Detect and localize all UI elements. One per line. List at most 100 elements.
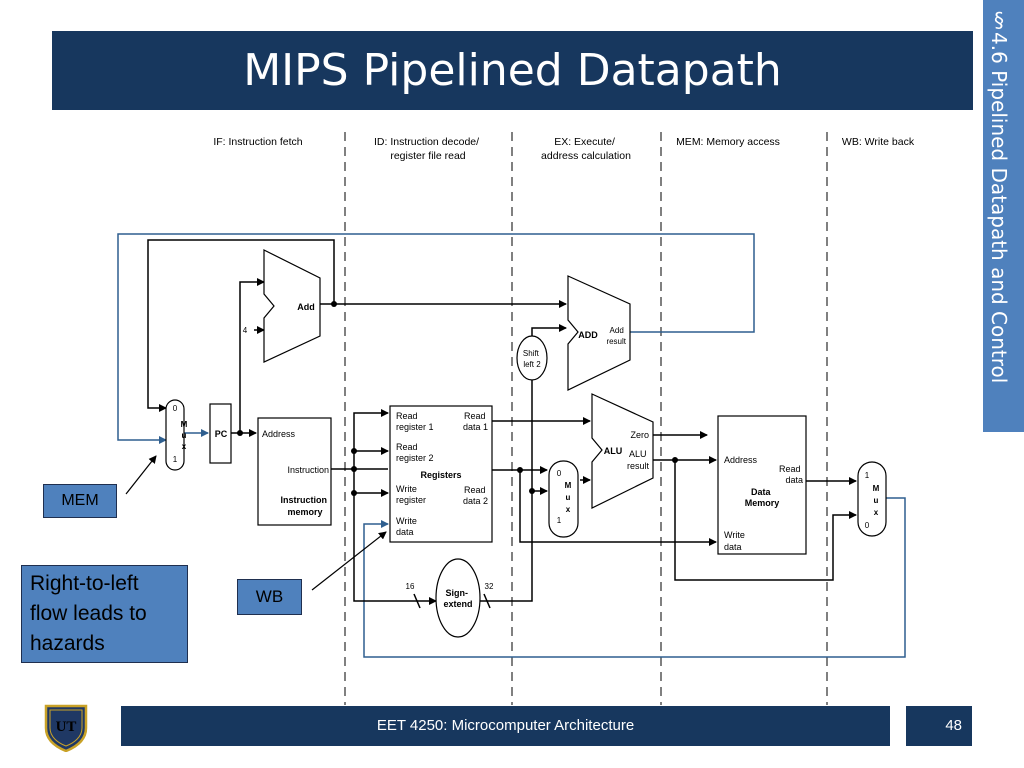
feedback-wires — [117, 233, 906, 658]
mux-wb-letter-m: M — [873, 484, 880, 493]
read-register-2-label: Read register 2 — [396, 442, 434, 463]
if-adder: Add 4 — [243, 249, 321, 363]
add-result-label: Add result — [606, 326, 626, 346]
mem-pointer-arrow — [125, 455, 157, 495]
bus-32-slash — [483, 593, 491, 609]
page-number-box: 48 — [906, 706, 972, 746]
stage-mem-label: MEM: Memory access — [676, 136, 780, 148]
mux-if-letter-x: x — [182, 442, 187, 451]
junction-dots — [237, 301, 678, 496]
callout-pointers — [125, 455, 387, 591]
wb-callout: WB — [237, 579, 302, 615]
data-memory: Address Read data Data Memory Write data — [717, 415, 807, 555]
junction-dot — [237, 430, 243, 436]
shift-left-2: Shift left 2 — [516, 335, 548, 381]
mux-ex-input-0: 0 — [557, 469, 562, 478]
junction-dot — [517, 467, 523, 473]
university-shield-logo: UT — [44, 704, 88, 752]
signext-out-wire — [480, 378, 533, 602]
im-instruction-label: Instruction — [287, 465, 329, 475]
stage-dividers — [344, 132, 828, 705]
instr-to-read1-wire — [353, 409, 389, 469]
read-data-2-label: Read data 2 — [463, 485, 488, 506]
title-bar: MIPS Pipelined Datapath — [52, 31, 973, 110]
sign-extend-label: Sign- extend — [443, 588, 472, 609]
shift-to-add-wire — [531, 324, 567, 338]
mux-ex-input-1: 1 — [557, 516, 562, 525]
junction-dot — [351, 448, 357, 454]
mux-if-letter-u: u — [182, 431, 187, 440]
mux-if-letter-m: M — [181, 420, 188, 429]
ex-add-label: ADD — [578, 330, 598, 340]
bits-16-label: 16 — [406, 582, 415, 591]
mux-wb-letter-x: x — [874, 508, 879, 517]
stage-wb-label: WB: Write back — [842, 136, 915, 148]
dm-write-data-label: Write data — [724, 530, 747, 552]
write-register-label: Write register — [396, 484, 426, 505]
logo-text: UT — [56, 719, 77, 735]
hazard-callout: Right-to-left flow leads to hazards — [21, 565, 188, 663]
footer-course-title: EET 4250: Microcomputer Architecture — [376, 717, 635, 734]
dm-name: Data Memory — [745, 487, 780, 508]
zero-label: Zero — [630, 430, 649, 440]
alu-label: ALU — [604, 446, 623, 456]
pc-label: PC — [215, 429, 228, 439]
slide-title: MIPS Pipelined Datapath — [243, 45, 782, 96]
constant-four: 4 — [243, 326, 248, 335]
mux-if-input-0: 0 — [173, 404, 178, 413]
dm-read-data-label: Read data — [779, 464, 803, 485]
hazard-callout-line-1: Right-to-left — [30, 572, 139, 595]
section-sidebar: §4.6 Pipelined Datapath and Control — [983, 0, 1024, 432]
hazard-callout-line-3: hazards — [30, 632, 105, 655]
mux-ex-letter-x: x — [566, 505, 571, 514]
ex-adder: ADD Add result — [567, 275, 631, 391]
wb-pointer-arrow — [311, 531, 387, 591]
page-number: 48 — [945, 717, 962, 734]
mux-ex: 0 M u x 1 — [548, 460, 579, 538]
mux-wb: 1 M u x 0 — [857, 461, 887, 537]
mux-if: 0 M u x 1 — [165, 399, 188, 471]
dm-address-label: Address — [724, 455, 758, 465]
write-data-label: Write data — [396, 516, 419, 537]
read-data-1-label: Read data 1 — [463, 411, 488, 432]
section-tag: §4.6 Pipelined Datapath and Control — [987, 8, 1011, 384]
register-file: Read register 1 Read register 2 Write re… — [389, 405, 493, 543]
im-name: Instruction memory — [280, 495, 329, 517]
pc-plus4-to-mux-wire — [147, 239, 335, 412]
mux-ex-letter-m: M — [565, 481, 572, 490]
mux-wb-input-0: 0 — [865, 521, 870, 530]
add-label: Add — [297, 302, 315, 312]
instr-to-signext-wire — [353, 469, 437, 605]
mem-callout: MEM — [43, 484, 117, 518]
data2-to-writedata-wire — [519, 470, 717, 546]
junction-dot — [351, 466, 357, 472]
mux-wb-input-1: 1 — [865, 471, 870, 480]
junction-dot — [529, 488, 535, 494]
pc-register: PC — [209, 403, 232, 464]
instruction-memory: Address Instruction Instruction memory — [257, 417, 332, 526]
alu: ALU Zero ALU result — [591, 393, 654, 509]
mux-if-input-1: 1 — [173, 455, 178, 464]
bus-16-slash — [413, 593, 421, 609]
stage-id-label: ID: Instruction decode/ register file re… — [374, 136, 482, 162]
pc-to-add-wire — [239, 278, 265, 433]
branch-target-wire — [117, 233, 755, 444]
shift-label: Shift left 2 — [523, 349, 541, 369]
registers-name: Registers — [420, 470, 461, 480]
hazard-callout-line-2: flow leads to — [30, 602, 147, 625]
junction-dot — [331, 301, 337, 307]
read-register-1-label: Read register 1 — [396, 411, 434, 432]
sign-extend-unit: Sign- extend 16 32 — [406, 558, 494, 638]
footer-bar: EET 4250: Microcomputer Architecture — [121, 706, 890, 746]
junction-dot — [672, 457, 678, 463]
alu-result-label: ALU result — [627, 449, 650, 471]
writeback-wire — [363, 497, 906, 658]
junction-dot — [351, 490, 357, 496]
mux-ex-letter-u: u — [566, 493, 571, 502]
bits-32-label: 32 — [485, 582, 494, 591]
mux-wb-letter-u: u — [874, 496, 879, 505]
alu-bypass-wire — [674, 460, 857, 581]
im-address-label: Address — [262, 429, 296, 439]
stage-ex-label: EX: Execute/ address calculation — [541, 136, 631, 162]
